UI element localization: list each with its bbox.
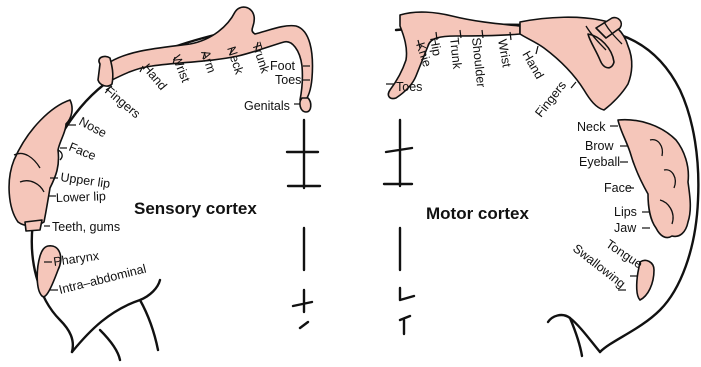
motor-label-hand: Hand bbox=[519, 49, 546, 82]
motor-label-eyeball: Eyeball bbox=[579, 155, 620, 169]
sensory-label-genitals: Genitals bbox=[244, 99, 290, 113]
motor-label-toes: Toes bbox=[396, 80, 422, 94]
sensory-label-hand: Hand bbox=[140, 61, 170, 93]
sensory-label-nose: Nose bbox=[77, 114, 109, 140]
sensory-label-toes: Toes bbox=[275, 73, 301, 87]
motor-cortex-title: Motor cortex bbox=[426, 204, 530, 223]
motor-label-fingers: Fingers bbox=[532, 78, 569, 119]
motor-label-jaw: Jaw bbox=[614, 221, 637, 235]
sensory-teeth bbox=[25, 220, 42, 231]
sensory-label-lower-lip: Lower lip bbox=[56, 189, 107, 205]
sensory-labels: Foot Toes Genitals Trunk Neck Arm Wrist … bbox=[52, 41, 301, 297]
sensory-fingers bbox=[98, 56, 113, 86]
sensory-genitals bbox=[300, 98, 311, 112]
motor-label-wrist: Wrist bbox=[495, 38, 514, 69]
sensory-pharynx-tongue bbox=[37, 246, 61, 297]
sensory-label-foot: Foot bbox=[270, 59, 296, 73]
sensory-cortex-title: Sensory cortex bbox=[134, 199, 257, 218]
sensory-label-fingers: Fingers bbox=[102, 84, 143, 122]
sensory-label-face: Face bbox=[67, 140, 98, 163]
motor-label-face: Face bbox=[604, 181, 632, 195]
sensory-label-intra-abdominal: Intra–abdominal bbox=[57, 262, 147, 297]
motor-label-neck: Neck bbox=[577, 120, 606, 134]
motor-label-trunk: Trunk bbox=[447, 37, 464, 71]
sensory-face bbox=[9, 100, 72, 226]
motor-label-brow: Brow bbox=[585, 139, 614, 153]
motor-label-lips: Lips bbox=[614, 205, 637, 219]
motor-face bbox=[618, 120, 690, 238]
sensory-label-upper-lip: Upper lip bbox=[60, 170, 112, 191]
sensory-homunculus bbox=[9, 7, 312, 297]
sensory-label-teeth-gums: Teeth, gums bbox=[52, 220, 120, 234]
motor-label-shoulder: Shoulder bbox=[469, 37, 488, 88]
